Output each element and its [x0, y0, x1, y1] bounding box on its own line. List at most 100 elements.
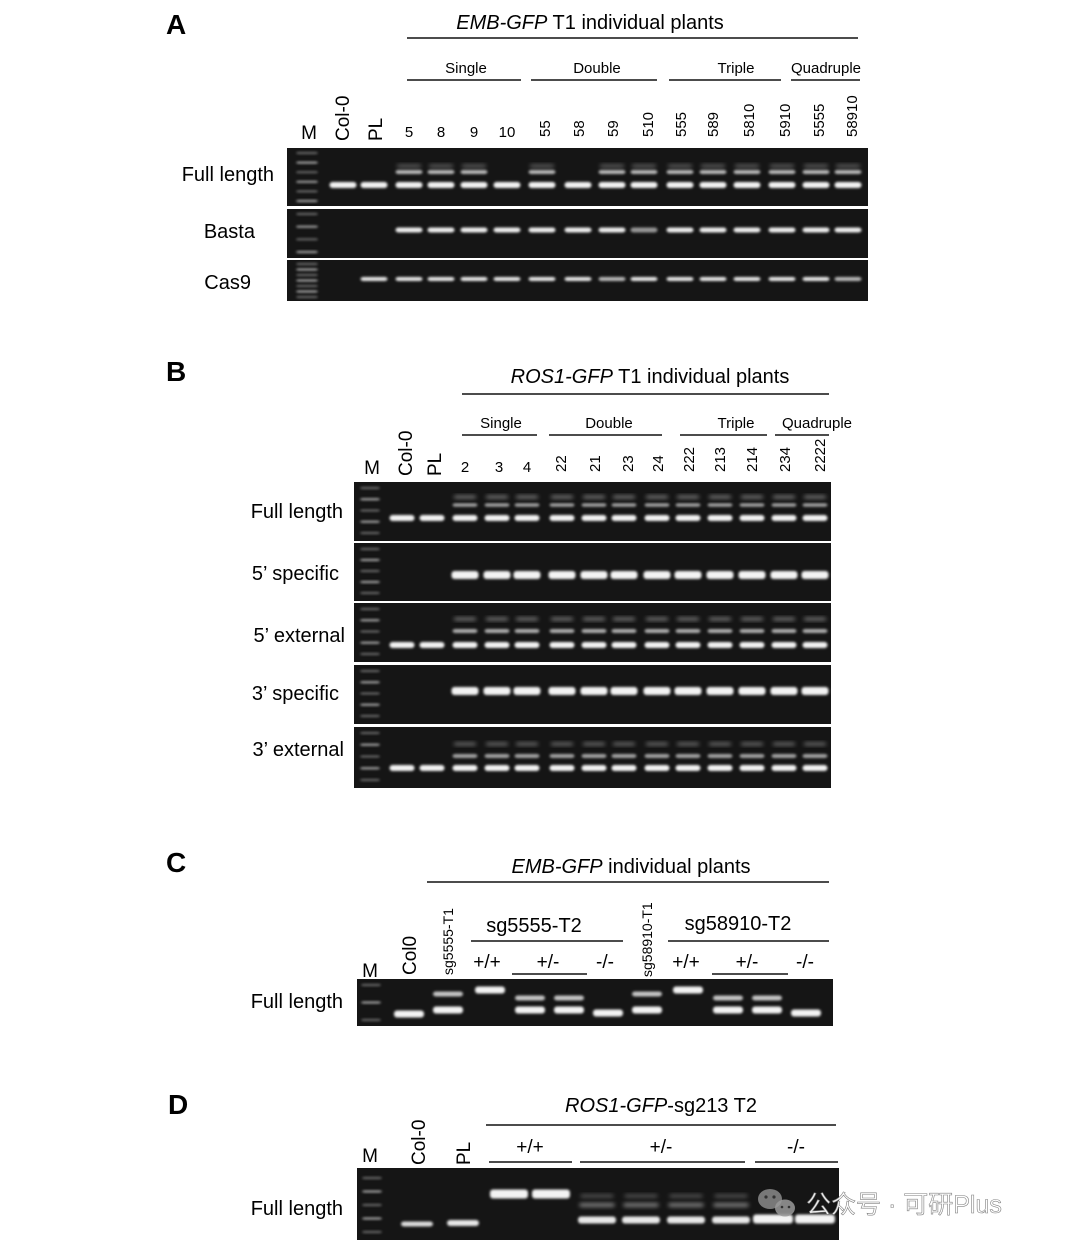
gel-band — [360, 778, 380, 782]
gel-band — [623, 1203, 659, 1207]
lane-label: +/- — [736, 952, 759, 973]
lane-label: -/- — [596, 952, 614, 973]
gel-band — [593, 1009, 623, 1017]
gel-band — [578, 1216, 616, 1224]
gel-band — [296, 290, 318, 293]
gel-band — [644, 629, 670, 633]
gel-band — [483, 687, 511, 695]
gel-band — [771, 503, 797, 507]
panel-title: EMB-GFP individual plants — [512, 856, 751, 878]
gel-band — [395, 227, 423, 233]
gel-band — [548, 687, 576, 695]
gel-band — [676, 617, 700, 621]
gel-band — [362, 1190, 382, 1193]
gel-band — [739, 765, 765, 771]
gel-band — [802, 182, 830, 188]
gel-band — [645, 617, 669, 621]
gel-band — [360, 669, 380, 673]
gel-band — [674, 571, 702, 579]
gel-band — [582, 742, 606, 746]
gel-band — [528, 227, 556, 233]
gel-band — [394, 1010, 424, 1018]
gel-band — [675, 754, 701, 758]
gel-band — [707, 765, 733, 771]
gel-band — [296, 284, 318, 288]
gel-band — [433, 991, 463, 997]
gel-band — [708, 495, 732, 499]
gel-band — [598, 277, 626, 281]
gel-band — [706, 571, 734, 579]
lane-label: 2 — [461, 459, 469, 476]
gel-image — [357, 979, 833, 1026]
gel-band — [739, 503, 765, 507]
gel-band — [598, 170, 626, 174]
title-italic: ROS1-GFP — [565, 1095, 668, 1117]
group-label: Quadruple — [782, 415, 852, 432]
gel-band — [733, 227, 761, 233]
gel-band — [419, 642, 445, 648]
gel-band — [296, 180, 318, 183]
gel-band — [612, 495, 636, 499]
gel-band — [645, 742, 669, 746]
gel-band — [389, 642, 415, 648]
gel-band — [490, 1189, 528, 1199]
panel-title: EMB-GFP T1 individual plants — [456, 12, 724, 34]
gel-band — [484, 515, 510, 521]
gel-band — [428, 164, 454, 168]
gel-image — [354, 665, 831, 724]
gel-band — [484, 503, 510, 507]
gel-band — [581, 642, 607, 648]
group-label: Double — [573, 60, 621, 77]
gel-band — [771, 754, 797, 758]
gel-band — [712, 1216, 750, 1224]
gel-band — [528, 182, 556, 188]
lane-label-m: M — [362, 1146, 378, 1167]
gel-band — [296, 250, 318, 254]
gel-band — [362, 1217, 382, 1220]
gel-band — [611, 642, 637, 648]
gel-band — [802, 227, 830, 233]
gel-band — [739, 642, 765, 648]
gel-band — [433, 1006, 463, 1014]
gel-band — [644, 642, 670, 648]
gel-band — [427, 227, 455, 233]
gel-band — [296, 151, 318, 155]
gel-band — [395, 277, 423, 281]
gel-band — [549, 642, 575, 648]
gel-band — [834, 170, 862, 174]
gel-band — [675, 765, 701, 771]
panel-c: C EMB-GFP individual plants sg5555-T2 sg… — [166, 847, 833, 1026]
gel-band — [296, 161, 318, 164]
gel-band — [674, 687, 702, 695]
lane-label: 5 — [405, 124, 413, 141]
gel-band — [612, 617, 636, 621]
group-label: sg58910-T2 — [685, 913, 792, 935]
gel-band — [554, 995, 584, 1001]
gel-band — [360, 692, 380, 695]
gel-row-label: Full length — [182, 164, 274, 186]
gel-band — [707, 754, 733, 758]
gel-band — [475, 986, 505, 994]
gel-band — [770, 571, 798, 579]
gel-band — [447, 1220, 479, 1226]
gel-band — [427, 170, 455, 174]
gel-band — [834, 227, 862, 233]
gel-band — [549, 515, 575, 521]
gel-band — [484, 754, 510, 758]
gel-band — [419, 765, 445, 771]
gel-band — [581, 754, 607, 758]
lane-label: 4 — [523, 459, 531, 476]
gel-band — [360, 520, 380, 523]
gel-band — [771, 765, 797, 771]
gel-band — [484, 629, 510, 633]
gel-band — [484, 642, 510, 648]
panel-title: ROS1-GFP T1 individual plants — [511, 366, 790, 388]
panel-d: D ROS1-GFP-sg213 T2 M Col-0 PL +/+ +/- -… — [168, 1089, 839, 1240]
gel-band — [528, 170, 556, 174]
gel-band — [529, 164, 555, 168]
gel-band — [666, 277, 694, 281]
lane-label: +/+ — [672, 952, 699, 973]
gel-band — [360, 509, 380, 512]
gel-band — [802, 754, 828, 758]
gel-band — [493, 182, 521, 188]
